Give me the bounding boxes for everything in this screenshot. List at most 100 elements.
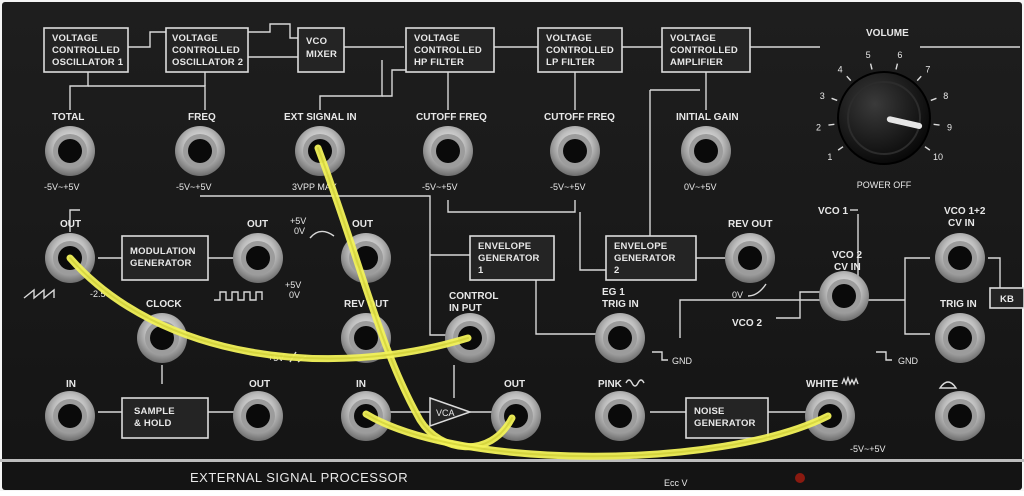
- env-dome-icon: [938, 381, 958, 389]
- lp-line2: CONTROLLED: [546, 45, 614, 56]
- trig-in-label: TRIG IN: [940, 299, 977, 310]
- jack-freq[interactable]: [175, 126, 225, 176]
- cable-mod-to-control-shade: [69, 257, 469, 360]
- gnd-icon: [652, 351, 668, 361]
- vco1-line1: VOLTAGE: [52, 33, 98, 44]
- jack-cutoff2-range: -5V~+5V: [550, 182, 586, 192]
- jack-initial-gain[interactable]: [681, 126, 731, 176]
- jack-gain-range: 0V~+5V: [684, 182, 717, 192]
- sh-line1: SAMPLE: [134, 406, 175, 417]
- jack-sh-out[interactable]: [233, 391, 283, 441]
- amplifier-box: VOLTAGE CONTROLLED AMPLIFIER: [661, 27, 751, 73]
- wire-vco2: [776, 214, 859, 319]
- kbd-box: KB: [989, 287, 1024, 309]
- jack-trig-in[interactable]: [935, 313, 985, 363]
- rev-out2-label: REV OUT: [728, 219, 772, 230]
- volume-tick-label: 6: [897, 50, 902, 60]
- eg1-line3: 1: [478, 265, 484, 276]
- wire-ext: [319, 60, 383, 110]
- volume-pointer: [886, 116, 923, 129]
- jack-total[interactable]: [45, 126, 95, 176]
- jack-cutoff-lp[interactable]: [550, 126, 600, 176]
- jack-cutoff-hp[interactable]: [423, 126, 473, 176]
- pulse-range-bottom: 0V: [289, 290, 300, 300]
- jack-eg1-trig-in[interactable]: [595, 313, 645, 363]
- volume-tick-label: 8: [943, 91, 948, 101]
- volume-tick-mark: [837, 146, 844, 151]
- jack-freq-range: -5V~+5V: [176, 182, 212, 192]
- volume-tick-mark: [831, 97, 838, 102]
- volume-tick-mark: [895, 63, 899, 70]
- lp-line3: LP FILTER: [546, 57, 595, 68]
- amp-line1: VOLTAGE: [670, 33, 716, 44]
- volume-tick-label: 4: [838, 65, 843, 75]
- wire-ext-hp: [382, 69, 406, 97]
- eg1-box: ENVELOPE GENERATOR 1: [469, 235, 555, 281]
- jack-env-out[interactable]: [935, 391, 985, 441]
- jack-total-label: TOTAL: [52, 112, 84, 123]
- volume-tick-label: 3: [820, 91, 825, 101]
- vco2-cv-label2: CV IN: [834, 262, 861, 273]
- clock-label: CLOCK: [146, 299, 182, 310]
- sh-line2: & HOLD: [134, 418, 172, 429]
- noise-range-label: -5V~+5V: [850, 444, 886, 454]
- wire-eg2-amp: [649, 89, 700, 236]
- jack-eg2-rev-out[interactable]: [725, 233, 775, 283]
- vca-label: VCA: [436, 408, 455, 418]
- jack-mod-pulse-out[interactable]: [233, 233, 283, 283]
- amp-line2: CONTROLLED: [670, 45, 738, 56]
- vco-mixer-box: VCO MIXER: [297, 27, 345, 73]
- wire-mod-out: [69, 209, 80, 232]
- volume-tick-label: 5: [866, 50, 871, 60]
- vco12-cv-label1: VCO 1+2: [944, 206, 986, 217]
- footer-partial-text: Ecc V: [664, 478, 688, 488]
- volume-knob[interactable]: [837, 71, 931, 165]
- vco1-line3: OSCILLATOR 1: [52, 57, 124, 68]
- noise-gen-box: NOISE GENERATOR: [685, 397, 769, 439]
- volume-tick-mark: [924, 146, 931, 151]
- jack-cutoff1-range: -5V~+5V: [422, 182, 458, 192]
- gnd2-icon: [876, 351, 892, 361]
- eg2-line3: 2: [614, 265, 619, 276]
- wire-eg2: [579, 212, 606, 271]
- jack-total-range: -5V~+5V: [44, 182, 80, 192]
- white-label: WHITE: [806, 379, 839, 390]
- eg2-line2: GENERATOR: [614, 253, 676, 264]
- eg1-line2: GENERATOR: [478, 253, 540, 264]
- ctrl-in-label1: CONTROL: [449, 291, 498, 302]
- vco2-line2: CONTROLLED: [172, 45, 240, 56]
- wire-vco1-mixer: [128, 23, 298, 48]
- gnd-label: GND: [672, 356, 693, 366]
- saw-wave-icon: [23, 288, 55, 300]
- eg1-line1: ENVELOPE: [478, 241, 531, 252]
- row1-labels: TOTAL -5V~+5V FREQ -5V~+5V EXT SIGNAL IN…: [44, 112, 739, 192]
- jack-cutoff2-label: CUTOFF FREQ: [544, 112, 615, 123]
- sample-hold-box: SAMPLE & HOLD: [121, 397, 209, 439]
- volume-tick-mark: [846, 75, 852, 82]
- volume-tick-label: 1: [827, 152, 832, 162]
- jack-freq-label: FREQ: [188, 112, 216, 123]
- eg2-line1: ENVELOPE: [614, 241, 667, 252]
- noise-line2: GENERATOR: [694, 418, 756, 429]
- vco1-tag-label: VCO 1: [818, 206, 848, 217]
- jack-vco2-cv-in[interactable]: [819, 271, 869, 321]
- vco2-line1: VOLTAGE: [172, 33, 218, 44]
- jack-pink[interactable]: [595, 391, 645, 441]
- volume-tick-label: 9: [947, 122, 952, 132]
- rev-out-label: REV OUT: [344, 299, 388, 310]
- jack-sh-in[interactable]: [45, 391, 95, 441]
- eg1-out-label: OUT: [352, 219, 373, 230]
- mod-out-label: OUT: [60, 219, 81, 230]
- mod-line1: MODULATION: [130, 246, 196, 257]
- volume-tick-label: 7: [925, 65, 930, 75]
- wire-total: [69, 70, 89, 110]
- jack-ext-label: EXT SIGNAL IN: [284, 112, 357, 123]
- cable-vca-in-to-white-shade: [365, 413, 829, 458]
- eg2-box: ENVELOPE GENERATOR 2: [605, 235, 697, 281]
- jack-vco12-cv-in[interactable]: [935, 233, 985, 283]
- vco2-line3: OSCILLATOR 2: [172, 57, 243, 68]
- jack-clock[interactable]: [137, 313, 187, 363]
- hp-line2: CONTROLLED: [414, 45, 482, 56]
- sh-in-label: IN: [66, 379, 76, 390]
